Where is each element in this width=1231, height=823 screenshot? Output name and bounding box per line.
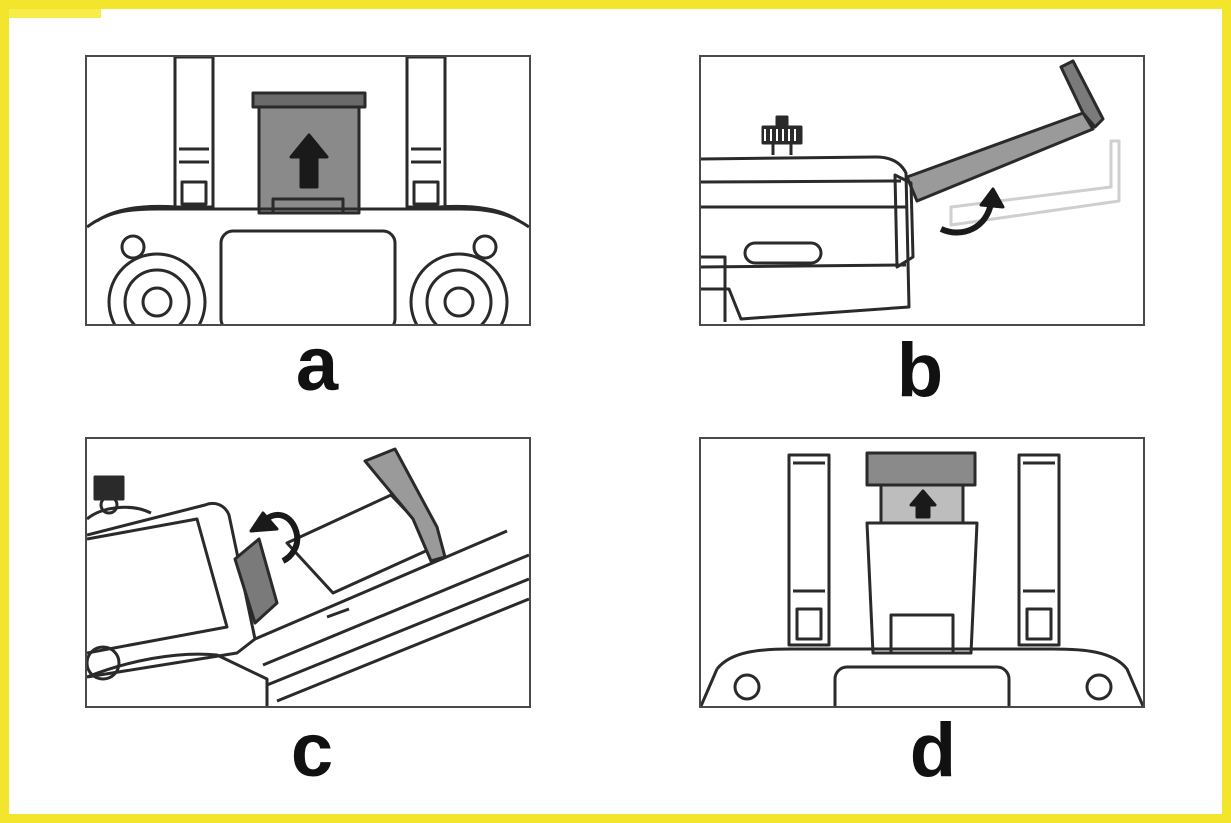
controller-lower-edge (701, 668, 719, 706)
controller-body (715, 647, 1143, 706)
lower-knob (87, 645, 121, 681)
right-button (1085, 673, 1113, 701)
panel-d-caption: d (909, 708, 957, 793)
left-antenna (173, 57, 215, 209)
panel-b-caption: b (896, 328, 944, 413)
remote-controller-illustration-d (701, 451, 1143, 706)
panel-c (85, 437, 531, 708)
right-antenna-joint (1023, 461, 1055, 641)
controller-front-panel (87, 517, 229, 655)
clamp-flip-arrow-icon (260, 511, 301, 564)
left-antenna-joint (179, 147, 209, 206)
left-button (120, 234, 146, 260)
right-antenna-joint (411, 147, 441, 206)
holder-lower-rail (266, 577, 529, 703)
holder-rotate-arrow-icon (939, 202, 994, 236)
clip-tab (233, 537, 279, 625)
holder-up-arrow-icon (289, 133, 329, 189)
panel-b (699, 55, 1145, 326)
flip-arrow-head (249, 511, 279, 533)
control-stick (93, 475, 125, 501)
holder-hinge (893, 173, 915, 269)
side-slot (743, 241, 823, 265)
stick-base (87, 505, 152, 521)
panel-a-caption: a (295, 322, 339, 407)
holder-arm (254, 529, 529, 667)
left-stick-inner (141, 286, 173, 318)
phone-holder-top (251, 91, 367, 109)
left-stick-outer (107, 252, 207, 324)
left-stick-mid (123, 268, 191, 324)
holder-top-clamp (865, 451, 977, 487)
controller-screen-area (833, 665, 1011, 706)
holder-clamp (363, 447, 447, 563)
ghost-holder (949, 139, 1121, 227)
panel-c-caption: c (290, 708, 334, 793)
remote-controller-illustration-b (701, 59, 1121, 322)
right-button (472, 234, 498, 260)
holder-base (271, 197, 345, 215)
rotate-arrow-head (979, 187, 1005, 209)
remote-controller-illustration-a (87, 57, 529, 324)
holder-extended-icon (909, 489, 937, 519)
right-antenna (1017, 453, 1061, 647)
holder-clamp (1059, 59, 1105, 129)
left-antenna-joint (793, 461, 825, 641)
controller-side-body (701, 155, 911, 321)
right-stick-mid (425, 268, 493, 324)
holder-base (889, 613, 955, 655)
frame-corner-tab (9, 9, 101, 18)
lower-body (87, 652, 269, 706)
tilted-holder-arm (905, 111, 1095, 203)
holder-rail-mark (326, 607, 350, 619)
controller-side-lines (701, 179, 907, 269)
stick-knurl (764, 129, 796, 141)
panel-a (85, 55, 531, 326)
panel-d (699, 437, 1145, 708)
right-stick-inner (443, 286, 475, 318)
right-stick-outer (409, 252, 509, 324)
right-antenna (405, 57, 447, 209)
holder-extension-frame (865, 521, 979, 655)
stick-shaft (99, 495, 119, 515)
left-antenna (787, 453, 831, 647)
lower-bumper (701, 255, 727, 322)
controller-shoulders (96, 204, 520, 223)
remote-controller-illustration-c (87, 447, 529, 706)
left-button (733, 673, 761, 701)
controller-screen-area (219, 229, 397, 324)
